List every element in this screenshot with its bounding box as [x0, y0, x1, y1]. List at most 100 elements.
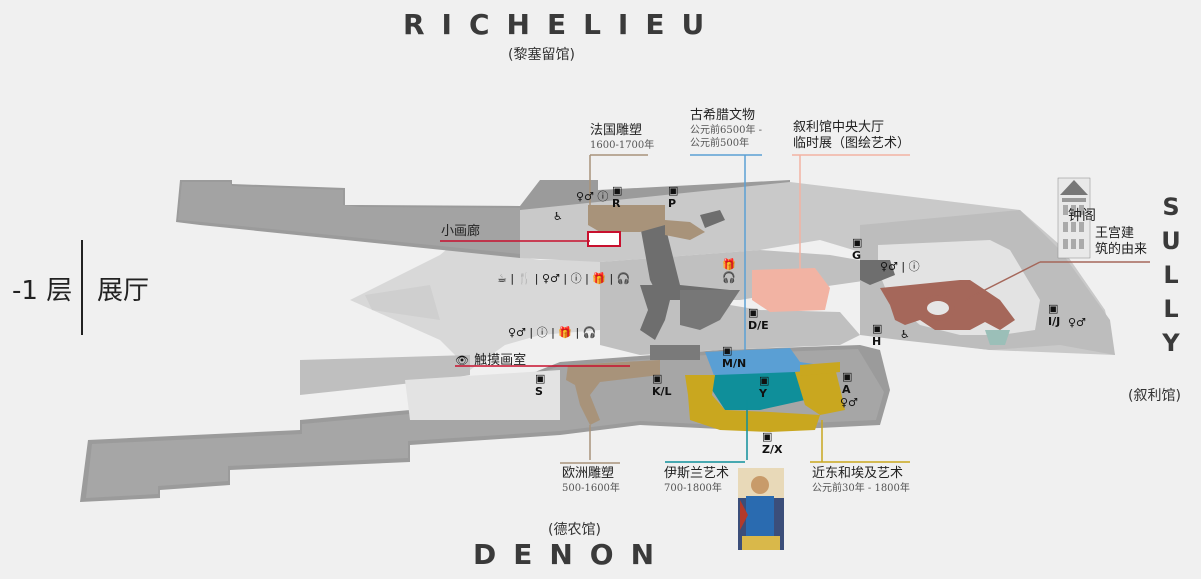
elevator-icon: ▣	[668, 184, 679, 197]
french-sculpture-dates: 1600-1700年	[590, 140, 655, 151]
label-euro-sculpture[interactable]: 欧洲雕塑 500-1600年	[562, 466, 620, 495]
french-sculpture-title: 法国雕塑	[590, 123, 643, 138]
elevator-icon: ▣	[748, 306, 759, 319]
elevator-s[interactable]: ▣S	[535, 372, 545, 398]
elevator-kl[interactable]: ▣K/L	[652, 372, 672, 398]
restroom-icon: ♀♂	[576, 190, 594, 203]
gift-icon: 🎁🎧	[722, 258, 736, 284]
label-touch-gallery[interactable]: 👁 触摸画室	[455, 349, 526, 369]
elevator-r-letter: R	[612, 197, 621, 210]
euro-sculpture-title: 欧洲雕塑	[562, 466, 615, 481]
level-name: -1 层	[12, 276, 73, 306]
euro-sculpture-room	[566, 360, 660, 425]
wing-richelieu-name: RICHELIEU	[403, 8, 722, 41]
sully-hall-line2: 临时展（图绘艺术）	[793, 136, 911, 151]
wing-richelieu-sub: (黎塞留馆)	[508, 47, 575, 63]
elevator-icon: ▣	[535, 372, 546, 385]
near-east-room-east	[795, 368, 845, 415]
elevator-icon: ▣	[852, 236, 863, 249]
elevator-icon: ▣	[759, 374, 770, 387]
clock-pavilion-thumbnail	[1057, 177, 1091, 259]
eye-hand-icon: 👁	[455, 354, 469, 367]
elevator-g-letter: G	[852, 249, 862, 262]
accessible-icon: ♿	[553, 210, 563, 223]
sully-exit	[985, 330, 1010, 345]
elevator-h-letter: H	[872, 335, 882, 348]
elevator-h[interactable]: ▣H	[872, 322, 882, 348]
clock-line3: 筑的由来	[1095, 242, 1148, 257]
euro-sculpture-dates: 500-1600年	[562, 483, 620, 494]
near-east-room-north	[800, 362, 840, 376]
wing-denon-name: DENON	[473, 538, 672, 571]
sully-letter-y: Y	[1162, 329, 1180, 357]
islamic-title: 伊斯兰艺术	[664, 466, 730, 481]
label-islamic[interactable]: 伊斯兰艺术 700-1800年	[664, 466, 729, 495]
elevator-de-letter: D/E	[748, 319, 769, 332]
label-small-gallery[interactable]: 小画廊	[441, 224, 481, 239]
clock-line2: 王宫建	[1095, 226, 1135, 241]
wing-sully-sub: (叙利馆)	[1128, 388, 1181, 404]
elevator-ij-letter: I/J	[1048, 315, 1061, 328]
level-title: 展厅	[97, 276, 150, 306]
escalator-connector	[680, 290, 740, 330]
escalator-west	[640, 285, 670, 340]
elevator-p[interactable]: ▣P	[668, 184, 678, 210]
greek-dates1: 公元前6500年 -	[690, 125, 763, 136]
near-east-room-south	[685, 375, 820, 432]
elevator-y[interactable]: ▣Y	[759, 374, 769, 400]
elevator-zx-letter: Z/X	[762, 443, 783, 456]
label-french-sculpture[interactable]: 法国雕塑 1600-1700年	[590, 123, 654, 152]
label-sully-hall[interactable]: 叙利馆中央大厅 临时展（图绘艺术）	[793, 120, 910, 152]
line-clock	[964, 261, 1041, 301]
label-near-east[interactable]: 近东和埃及艺术 公元前30年 - 1800年	[812, 466, 910, 495]
elevator-icon: ▣	[612, 184, 623, 197]
sully-letter-u: U	[1161, 227, 1181, 255]
pyramid-arm-shape	[365, 285, 440, 320]
services-row-north: ☕ | 🍴 | ♀♂ | ⓘ | 🎁 | 🎧	[497, 272, 631, 285]
elevator-icon: ▣	[652, 372, 663, 385]
sully-letter-l1: L	[1163, 261, 1179, 289]
label-greek[interactable]: 古希腊文物 公元前6500年 - 公元前500年	[690, 108, 762, 150]
elevator-a[interactable]: ▣A	[842, 370, 852, 396]
sully-hall-room	[752, 268, 830, 312]
greek-title: 古希腊文物	[690, 108, 756, 123]
services-richelieu: ♀♂ ⓘ	[576, 188, 608, 204]
islamic-dates: 700-1800年	[664, 483, 722, 494]
islamic-room	[712, 372, 805, 410]
sully-moat	[921, 295, 955, 321]
elevator-icon: ▣	[722, 344, 733, 357]
richelieu-floor-light	[178, 182, 520, 254]
elevator-ij[interactable]: ▣I/J	[1048, 302, 1060, 328]
elevator-icon: ▣	[1048, 302, 1059, 315]
elevator-de[interactable]: ▣D/E	[748, 306, 769, 332]
info-icon: ⓘ	[597, 190, 609, 203]
restroom-icon-east: ♀♂	[1068, 316, 1086, 329]
near-east-title: 近东和埃及艺术	[812, 466, 904, 481]
sully-letter-s: S	[1162, 193, 1180, 221]
elevator-icon: ▣	[762, 430, 773, 443]
escalator-sully	[860, 260, 895, 285]
denon-west-arm	[300, 355, 470, 395]
sully-hall-line1: 叙利馆中央大厅	[793, 120, 885, 135]
elevator-zx[interactable]: ▣Z/X	[762, 430, 782, 456]
elevator-a-letter: A	[842, 383, 851, 396]
elevator-s-letter: S	[535, 385, 543, 398]
elevator-g[interactable]: ▣G	[852, 236, 862, 262]
elevator-icon: ▣	[872, 322, 883, 335]
elevator-icon: ▣	[842, 370, 853, 383]
wing-denon-sub: (德农馆)	[548, 522, 601, 538]
napoleon-hall-shape	[350, 230, 600, 370]
touch-gallery-title: 触摸画室	[474, 353, 527, 368]
label-clock[interactable]: 钟阁	[1068, 208, 1096, 224]
elevator-y-letter: Y	[759, 387, 767, 400]
greek-dates2: 公元前500年	[690, 138, 750, 149]
small-gallery-room	[587, 231, 621, 247]
denon-court	[405, 370, 560, 420]
accessible-icon-sully: ♿	[900, 328, 910, 341]
french-sculpture-rooms-2	[665, 220, 705, 240]
greek-room	[705, 348, 820, 378]
elevator-mn[interactable]: ▣M/N	[722, 344, 746, 370]
elevator-kl-letter: K/L	[652, 385, 672, 398]
elevator-r[interactable]: ▣R	[612, 184, 622, 210]
